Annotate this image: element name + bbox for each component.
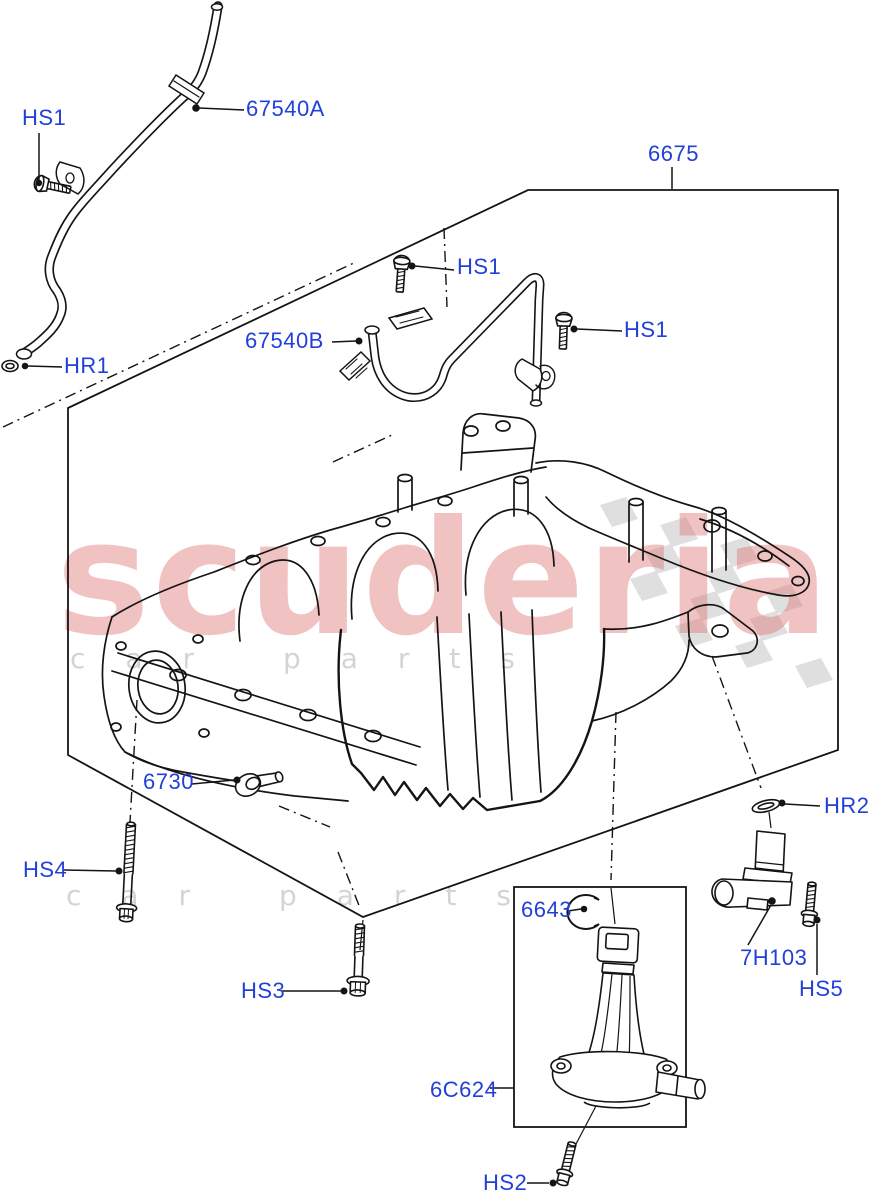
part-label-hr1: HR1	[64, 353, 110, 378]
assembly-axis-lines	[2, 227, 762, 909]
oring-hr1-drawing	[1, 359, 19, 373]
bolt-hs1-mid-icon	[390, 254, 412, 294]
part-label-hs1-top: HS1	[22, 105, 67, 130]
oil-pan-drawing	[101, 412, 811, 812]
part-label-6730: 6730	[143, 769, 194, 794]
part-label-hs2: HS2	[483, 1170, 528, 1195]
thin-connector-lines	[359, 811, 772, 1145]
watermark-subtext-row1: car parts	[70, 642, 555, 675]
bolt-hs2-icon	[553, 1139, 581, 1188]
part-label-6c624: 6C624	[430, 1077, 498, 1102]
part-label-hs5: HS5	[799, 976, 844, 1001]
bolt-hs3-icon	[345, 922, 372, 998]
sensor-kit-box	[513, 886, 687, 1128]
bolt-hs1-right-icon	[554, 311, 573, 351]
part-label-hs1-mid: HS1	[457, 254, 502, 279]
dipstick-tube-lower-drawing	[338, 273, 556, 407]
oring-hr2-drawing	[751, 798, 781, 814]
part-label-hs4: HS4	[23, 857, 68, 882]
snap-ring-6643-drawing	[566, 894, 600, 930]
watermark-subtext-row2: car parts	[66, 879, 551, 912]
part-label-67540b: 67540B	[245, 328, 324, 353]
part-label-67540a: 67540A	[246, 96, 325, 121]
leader-lines	[27, 107, 821, 1184]
part-label-hs1-right: HS1	[624, 317, 669, 342]
part-label-7h103: 7H103	[740, 945, 808, 970]
dipstick-tube-upper-drawing	[15, 1, 224, 360]
oil-pan-assembly-box	[67, 189, 839, 918]
part-label-hr2: HR2	[824, 793, 870, 818]
drain-plug-6730-drawing	[234, 771, 284, 797]
position-sensor-drawing	[711, 830, 793, 911]
part-label-hs3: HS3	[241, 978, 286, 1003]
assembly-boundary-boxes	[67, 189, 839, 1128]
part-label-6643: 6643	[521, 897, 572, 922]
oil-level-sensor-drawing	[550, 926, 706, 1109]
part-label-6675: 6675	[648, 141, 699, 166]
leader-dots	[21, 104, 821, 1187]
watermark-brand-text: scuderia	[56, 487, 831, 671]
